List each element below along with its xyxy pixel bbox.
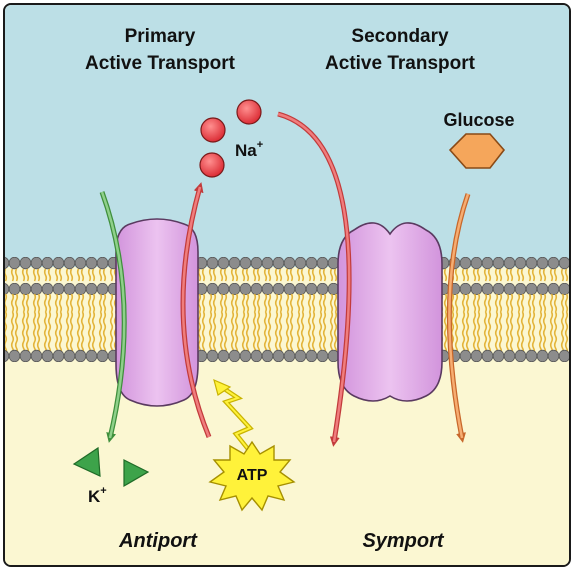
symport-caption: Symport (362, 530, 444, 552)
sodium-ion (199, 152, 225, 178)
lipid-bilayer (5, 257, 569, 362)
potassium-label: K+ (88, 485, 107, 506)
sodium-label: Na+ (235, 139, 263, 160)
glucose-label: Glucose (443, 110, 514, 130)
glucose-molecule (448, 133, 506, 169)
atp-label: ATP (237, 467, 268, 484)
secondary-heading-line2: Active Transport (325, 53, 476, 74)
transport-diagram: ATP Na+ K+ Glucose Primary Active Transp… (5, 5, 569, 565)
primary-heading-line1: Primary (125, 26, 196, 47)
primary-heading-line2: Active Transport (85, 53, 236, 74)
potassium-ion (72, 446, 101, 477)
sodium-ion (236, 99, 262, 125)
antiport-caption: Antiport (118, 530, 198, 552)
antiport-pump-protein (115, 218, 199, 407)
diagram-frame: ATP Na+ K+ Glucose Primary Active Transp… (3, 3, 571, 567)
symport-protein (337, 222, 443, 402)
sodium-ion (200, 117, 226, 143)
atp-burst (208, 440, 296, 512)
potassium-ion (123, 459, 150, 488)
secondary-heading-line1: Secondary (351, 26, 449, 47)
